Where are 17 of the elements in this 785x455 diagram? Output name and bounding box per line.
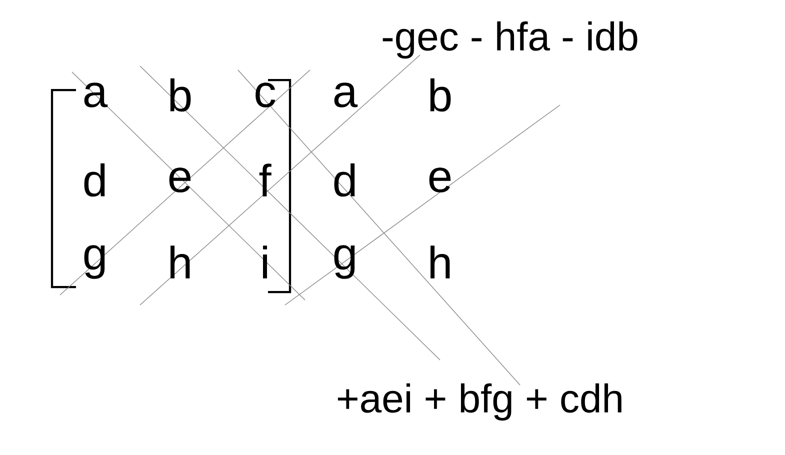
matrix-entry: d — [334, 163, 355, 197]
expression: -gec - hfa - idb — [382, 21, 638, 59]
matrix-entry: a — [334, 82, 358, 108]
matrix-entry: d — [84, 163, 105, 197]
matrix-entry: e — [429, 168, 451, 192]
matrix-entry: g — [334, 245, 355, 279]
matrix-entry: h — [430, 246, 450, 278]
expression: +aei + bfg + cdh — [338, 383, 622, 421]
matrix-entry: a — [84, 82, 108, 108]
matrix-entry: i — [263, 246, 267, 278]
matrix-entry: c — [256, 82, 276, 108]
matrix-entry: b — [430, 78, 451, 112]
matrix-entry: f — [259, 164, 272, 196]
matrix-entry: h — [170, 246, 190, 278]
matrix-entry: b — [170, 78, 191, 112]
matrix-entry: e — [169, 168, 191, 192]
matrix-entry: g — [84, 245, 105, 279]
